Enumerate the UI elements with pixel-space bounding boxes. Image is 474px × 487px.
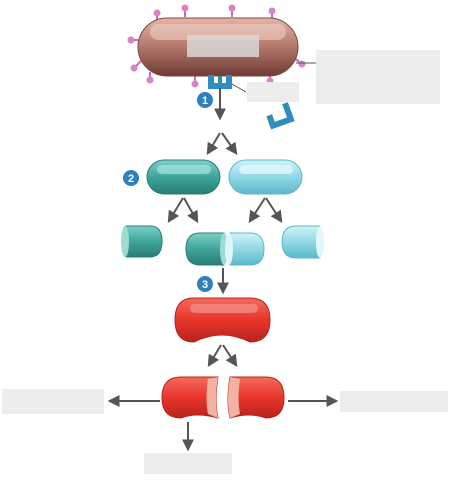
daughter-cell-light-left <box>225 232 265 266</box>
svg-text:1: 1 <box>202 95 208 107</box>
fork-arrows-3 <box>207 344 238 368</box>
svg-text:3: 3 <box>202 279 208 291</box>
dividing-red-right <box>227 376 285 419</box>
bacterium-center-label-box <box>187 35 259 57</box>
b-cell-light <box>228 159 303 195</box>
svg-text:2: 2 <box>128 173 134 185</box>
antigen-spikes <box>127 4 306 88</box>
daughter-cell-dark-right <box>185 232 228 266</box>
left-outcome-label-box <box>2 389 104 414</box>
step-3-marker: 3 <box>197 276 213 292</box>
fork-arrows-2 <box>167 197 283 224</box>
bottom-outcome-label-box <box>144 453 232 474</box>
daughter-cell-dark-left <box>121 225 163 258</box>
receptor-bound <box>208 75 232 89</box>
daughter-cell-light-right <box>281 225 324 259</box>
antigen-leader-line <box>231 83 247 93</box>
bacterium-label-box <box>316 50 440 104</box>
receptor-free <box>266 102 295 130</box>
right-outcome-label-box <box>340 391 448 412</box>
dividing-red-left <box>161 376 219 419</box>
plasma-cell <box>174 297 271 343</box>
antigen-label-box <box>247 82 299 102</box>
step-2-marker: 2 <box>123 170 139 186</box>
fork-arrows-1 <box>206 132 238 156</box>
step-1-marker: 1 <box>197 92 213 108</box>
b-cell-dark <box>146 159 221 195</box>
